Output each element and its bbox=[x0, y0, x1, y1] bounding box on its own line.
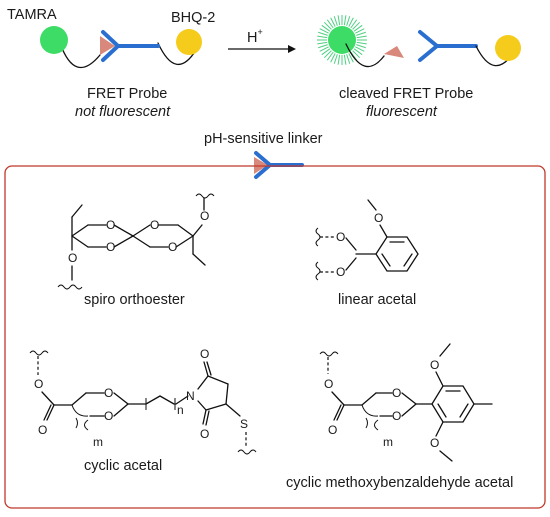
quencher-label: BHQ-2 bbox=[171, 10, 215, 26]
glow-ray bbox=[356, 41, 367, 45]
quencher-tether bbox=[157, 42, 197, 66]
glow-ray bbox=[330, 53, 336, 63]
linear-acetal-structure: O O O linear acetal bbox=[315, 199, 419, 308]
glow-ray bbox=[352, 21, 361, 30]
svg-text:O: O bbox=[392, 409, 401, 423]
glow-ray bbox=[330, 17, 336, 27]
linker-heading: pH-sensitive linker bbox=[204, 131, 323, 147]
spiro-orthoester-structure: O O O O O O spiro orthoester bbox=[57, 193, 215, 308]
probe-state: not fluorescent bbox=[75, 104, 171, 120]
svg-text:O: O bbox=[150, 218, 159, 232]
glow-ray bbox=[346, 54, 351, 64]
spiro-caption: spiro orthoester bbox=[84, 292, 185, 308]
cyclic-methoxybenzaldehyde-acetal-structure: O O O O m O O cyclic methoxybenzaldeh bbox=[286, 343, 513, 491]
glow-ray bbox=[337, 54, 341, 65]
linear-caption: linear acetal bbox=[338, 292, 416, 308]
svg-text:O: O bbox=[430, 436, 439, 450]
quencher-sphere-released bbox=[495, 35, 521, 61]
glow-ray bbox=[326, 51, 334, 61]
probe-title: FRET Probe bbox=[87, 86, 167, 102]
svg-text:O: O bbox=[374, 211, 383, 225]
svg-text:O: O bbox=[328, 423, 337, 437]
glow-ray bbox=[321, 24, 331, 32]
svg-text:O: O bbox=[200, 427, 209, 441]
linker-triangle bbox=[100, 36, 115, 55]
svg-text:O: O bbox=[106, 240, 115, 254]
svg-text:O: O bbox=[38, 423, 47, 437]
svg-text:S: S bbox=[240, 417, 248, 431]
donor-label: TAMRA bbox=[7, 7, 57, 23]
glow-ray bbox=[317, 35, 328, 39]
linker-panel-frame bbox=[4, 165, 546, 509]
released-y-arms bbox=[418, 30, 439, 62]
glow-ray bbox=[356, 31, 366, 36]
quencher-sphere bbox=[176, 29, 202, 55]
svg-text:O: O bbox=[106, 218, 115, 232]
svg-text:N: N bbox=[186, 389, 195, 403]
glow-ray bbox=[319, 46, 329, 52]
svg-text:O: O bbox=[392, 386, 401, 400]
glow-ray bbox=[318, 44, 328, 49]
svg-text:n: n bbox=[177, 403, 184, 417]
svg-text:O: O bbox=[68, 251, 77, 265]
svg-text:O: O bbox=[200, 209, 209, 223]
glow-ray bbox=[355, 28, 365, 34]
glow-ray bbox=[356, 35, 367, 39]
glow-ray bbox=[319, 28, 329, 34]
intact-fret-probe: TAMRA BHQ-2 FRET Probe not fluorescent bbox=[7, 7, 215, 120]
svg-text:m: m bbox=[93, 435, 103, 449]
svg-text:O: O bbox=[336, 230, 345, 244]
cleaved-donor-tether bbox=[345, 43, 385, 68]
glow-ray bbox=[323, 21, 332, 30]
svg-text:O: O bbox=[168, 240, 177, 254]
svg-text:O: O bbox=[200, 347, 209, 361]
svg-text:O: O bbox=[104, 386, 113, 400]
glow-ray bbox=[350, 19, 358, 29]
svg-text:m: m bbox=[383, 435, 393, 449]
glow-ray bbox=[337, 15, 341, 26]
cyclic-caption: cyclic acetal bbox=[84, 458, 162, 474]
arrow-head bbox=[288, 45, 296, 53]
linker-symbol bbox=[254, 151, 304, 179]
svg-text:O: O bbox=[34, 377, 43, 391]
cleaved-title: cleaved FRET Probe bbox=[339, 86, 473, 102]
cyclic-mb-caption: cyclic methoxybenzaldehyde acetal bbox=[286, 475, 513, 491]
reaction-arrow-group: H+ bbox=[228, 27, 296, 53]
fluorescence-glow bbox=[317, 15, 367, 65]
released-triangle bbox=[384, 46, 404, 58]
donor-dye-sphere bbox=[40, 26, 68, 54]
glow-ray bbox=[321, 48, 331, 56]
glow-ray bbox=[343, 54, 347, 65]
svg-text:O: O bbox=[104, 409, 113, 423]
glow-ray bbox=[318, 31, 328, 36]
glow-ray bbox=[317, 41, 328, 45]
glow-ray bbox=[356, 44, 366, 49]
reagent-label: H+ bbox=[247, 27, 263, 46]
glow-ray bbox=[348, 53, 354, 63]
glow-ray bbox=[326, 19, 334, 29]
cyclic-acetal-structure: O O O O m n N O bbox=[29, 347, 257, 474]
glow-ray bbox=[346, 16, 351, 26]
svg-text:O: O bbox=[336, 265, 345, 279]
donor-dye-sphere-fluorescent bbox=[328, 26, 356, 54]
glow-ray bbox=[353, 48, 363, 56]
glow-ray bbox=[333, 54, 338, 64]
svg-text:O: O bbox=[430, 358, 439, 372]
glow-ray bbox=[333, 16, 338, 26]
glow-ray bbox=[352, 50, 361, 59]
glow-ray bbox=[355, 46, 365, 52]
cleaved-state: fluorescent bbox=[366, 104, 438, 120]
glow-ray bbox=[348, 17, 354, 27]
glow-ray bbox=[353, 24, 363, 32]
cleaved-fret-probe: cleaved FRET Probe fluorescent bbox=[317, 15, 521, 120]
glow-ray bbox=[323, 50, 332, 59]
glow-ray bbox=[343, 15, 347, 26]
svg-text:O: O bbox=[324, 377, 333, 391]
